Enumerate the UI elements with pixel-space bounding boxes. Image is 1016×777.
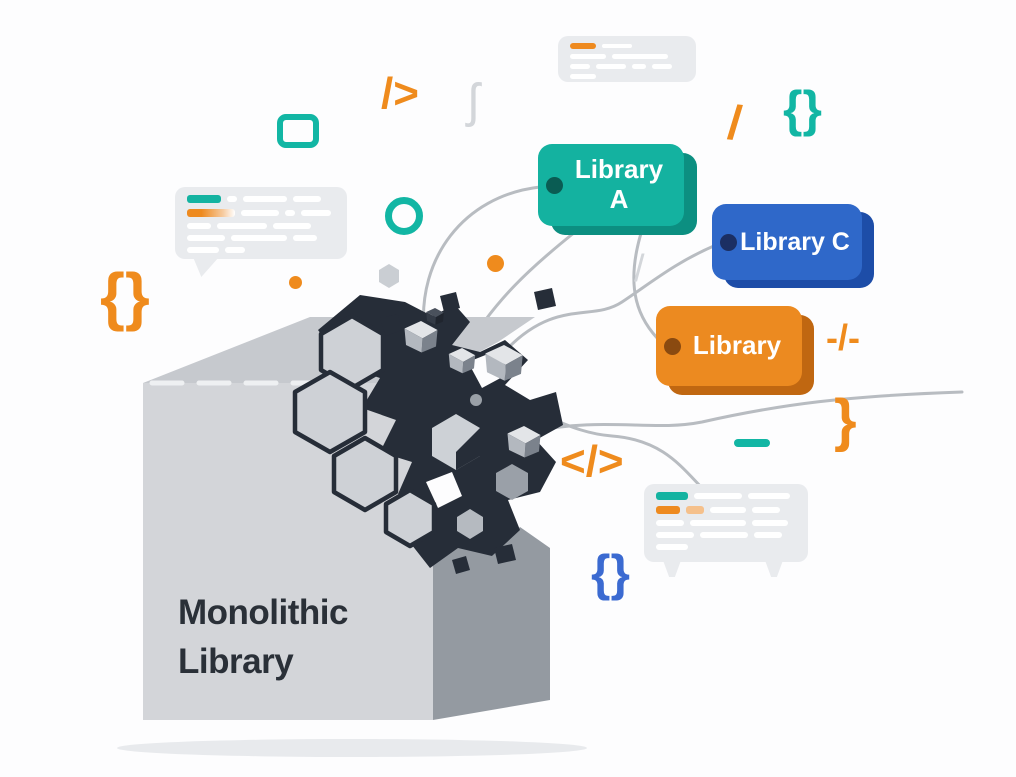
ground-shadow xyxy=(117,739,587,757)
tag-label: Library A xyxy=(574,154,664,214)
tag-label: Library xyxy=(692,330,782,361)
slash-gt-icon: /> xyxy=(381,69,419,118)
tag-library-c: Library C xyxy=(712,204,862,280)
curly-braces-icon: {} xyxy=(783,81,822,137)
code-line xyxy=(656,506,796,514)
code-line xyxy=(656,520,796,526)
tag-library-a: Library A xyxy=(538,144,684,226)
fragment-cubes xyxy=(404,308,541,458)
code-line xyxy=(570,43,684,49)
code-card-top xyxy=(558,36,696,82)
curly-braces-icon: {} xyxy=(100,260,150,332)
closing-brace-icon: } xyxy=(834,388,857,453)
slash-icon: / xyxy=(634,248,645,290)
code-line xyxy=(656,532,796,538)
teal-dash-icon xyxy=(734,439,770,447)
shatter-fragments xyxy=(292,264,563,574)
code-line xyxy=(570,54,684,59)
curve-slash-icon: ʃ xyxy=(468,75,479,128)
code-bubble-right xyxy=(644,484,808,577)
code-line xyxy=(187,235,335,241)
code-line xyxy=(656,492,796,500)
tag-hole-icon xyxy=(546,177,563,194)
circle-outline-icon xyxy=(385,197,423,235)
code-line xyxy=(570,64,684,69)
code-line xyxy=(187,223,335,229)
tag-hole-icon xyxy=(664,338,681,355)
code-line xyxy=(187,195,335,203)
monolith-label: Monolithic Library xyxy=(178,593,348,681)
code-bubble-left xyxy=(175,187,347,277)
dash-slash-dash-icon: -/- xyxy=(826,317,860,358)
rounded-square-icon xyxy=(277,114,319,148)
tag-label: Library C xyxy=(740,227,850,256)
code-line xyxy=(570,74,684,79)
code-line xyxy=(187,247,335,253)
tag-library-orange: Library xyxy=(656,306,802,386)
curly-braces-icon: {} xyxy=(591,545,630,601)
code-line xyxy=(656,544,796,550)
orange-dot-icon xyxy=(487,255,504,272)
tag-hole-icon xyxy=(720,234,737,251)
code-line xyxy=(187,209,335,217)
orange-dot-icon xyxy=(289,276,302,289)
code-tag-icon: </> xyxy=(560,437,624,486)
